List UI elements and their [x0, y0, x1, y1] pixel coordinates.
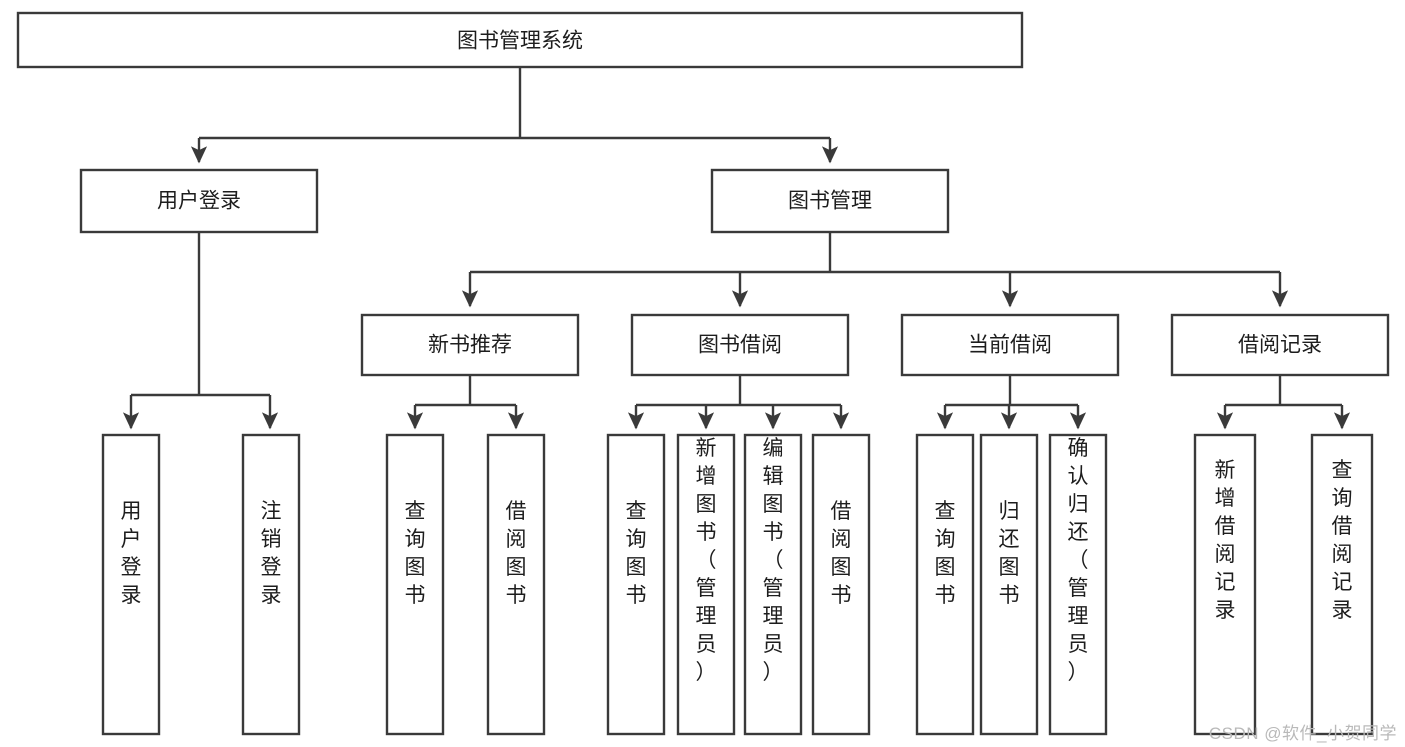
node-label: 新增图书（管理员）: [696, 437, 717, 684]
edge-group: [122, 67, 1351, 430]
node-leaf-current-borrow-confirm[interactable]: 确认归还（管理员）: [1048, 433, 1108, 736]
node-box: [79, 168, 319, 234]
node-label: 新增借阅记录: [1215, 459, 1236, 622]
node-label: 借阅记录: [1238, 334, 1322, 357]
node-label: 归还图书: [999, 500, 1020, 607]
node-box: [1310, 433, 1374, 736]
node-label: 确认归还（管理员）: [1068, 437, 1089, 684]
node-box: [710, 168, 950, 234]
node-book-management[interactable]: 图书管理: [710, 168, 950, 234]
node-leaf-book-borrow-borrow[interactable]: 借阅图书: [811, 433, 871, 736]
node-leaf-book-borrow-query[interactable]: 查询图书: [606, 433, 666, 736]
node-box: [360, 313, 580, 377]
node-leaf-user-login-login[interactable]: 用户登录: [101, 433, 161, 736]
node-box: [630, 313, 850, 377]
node-current-borrow[interactable]: 当前借阅: [900, 313, 1120, 377]
node-label: 借阅图书: [831, 500, 852, 607]
node-user-login[interactable]: 用户登录: [79, 168, 319, 234]
node-box: [811, 433, 871, 736]
node-root-book-management-system[interactable]: 图书管理系统: [16, 11, 1024, 69]
node-label: 编辑图书（管理员）: [763, 437, 784, 684]
node-box: [241, 433, 301, 736]
node-leaf-new-book-query[interactable]: 查询图书: [385, 433, 445, 736]
node-label: 用户登录: [157, 190, 241, 213]
node-box: [1048, 433, 1108, 736]
node-box: [101, 433, 161, 736]
node-label: 借阅图书: [506, 500, 527, 607]
node-label: 查询借阅记录: [1332, 459, 1353, 622]
node-box: [915, 433, 975, 736]
node-label: 注销登录: [261, 500, 282, 607]
node-leaf-new-book-borrow[interactable]: 借阅图书: [486, 433, 546, 736]
node-label: 图书管理系统: [457, 30, 583, 53]
node-box: [16, 11, 1024, 69]
node-label: 用户登录: [121, 500, 142, 607]
csdn-watermark: CSDN @软件_小贺同学: [1208, 724, 1397, 743]
node-label: 查询图书: [935, 500, 956, 607]
node-box: [676, 433, 736, 736]
node-leaf-borrow-record-add[interactable]: 新增借阅记录: [1193, 433, 1257, 736]
node-label: 当前借阅: [968, 334, 1052, 357]
node-leaf-borrow-record-query[interactable]: 查询借阅记录: [1310, 433, 1374, 736]
node-box: [486, 433, 546, 736]
node-label: 查询图书: [626, 500, 647, 607]
node-label: 图书借阅: [698, 334, 782, 357]
node-leaf-user-login-logout[interactable]: 注销登录: [241, 433, 301, 736]
node-box: [979, 433, 1039, 736]
node-box: [385, 433, 445, 736]
node-label: 查询图书: [405, 500, 426, 607]
node-label: 图书管理: [788, 190, 872, 213]
node-box: [743, 433, 803, 736]
node-box: [1193, 433, 1257, 736]
node-label: 新书推荐: [428, 334, 512, 357]
node-leaf-current-borrow-query[interactable]: 查询图书: [915, 433, 975, 736]
node-box: [1170, 313, 1390, 377]
node-new-book-recommend[interactable]: 新书推荐: [360, 313, 580, 377]
node-leaf-current-borrow-return[interactable]: 归还图书: [979, 433, 1039, 736]
node-book-borrow[interactable]: 图书借阅: [630, 313, 850, 377]
node-borrow-record[interactable]: 借阅记录: [1170, 313, 1390, 377]
node-leaf-book-borrow-edit[interactable]: 编辑图书（管理员）: [743, 433, 803, 736]
node-box: [606, 433, 666, 736]
node-leaf-book-borrow-add[interactable]: 新增图书（管理员）: [676, 433, 736, 736]
node-box: [900, 313, 1120, 377]
